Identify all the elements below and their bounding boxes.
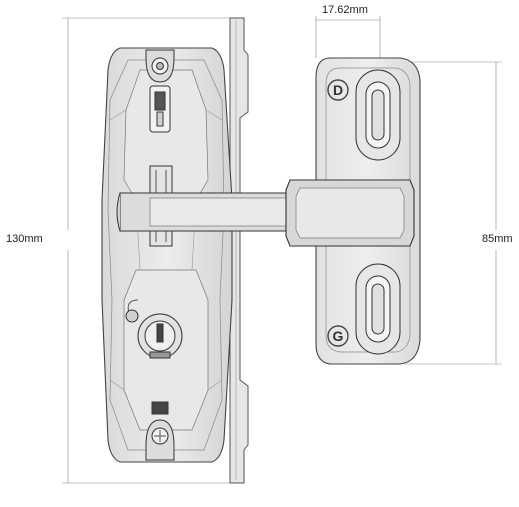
logo-bottom <box>327 325 349 347</box>
key-cylinder <box>125 299 183 359</box>
catch-upper-slot <box>355 69 401 161</box>
latch-body <box>101 47 233 463</box>
catch-height-label: 85mm <box>482 233 513 245</box>
width-dimension-label: 17.62mm <box>322 4 368 16</box>
upper-slot <box>149 85 171 133</box>
bottom-screw-hole <box>145 401 175 461</box>
overall-height-label: 130mm <box>6 233 43 245</box>
catch-lower-slot <box>355 263 401 355</box>
logo-top <box>327 79 349 101</box>
catch-keeper <box>285 179 415 247</box>
latch-bolt <box>116 165 291 247</box>
mounting-plate <box>229 17 249 484</box>
logo-bottom-letter: G <box>333 328 344 344</box>
top-screw-hole <box>145 49 175 83</box>
logo-top-letter: D <box>333 82 343 98</box>
dimension-lines <box>62 16 502 484</box>
